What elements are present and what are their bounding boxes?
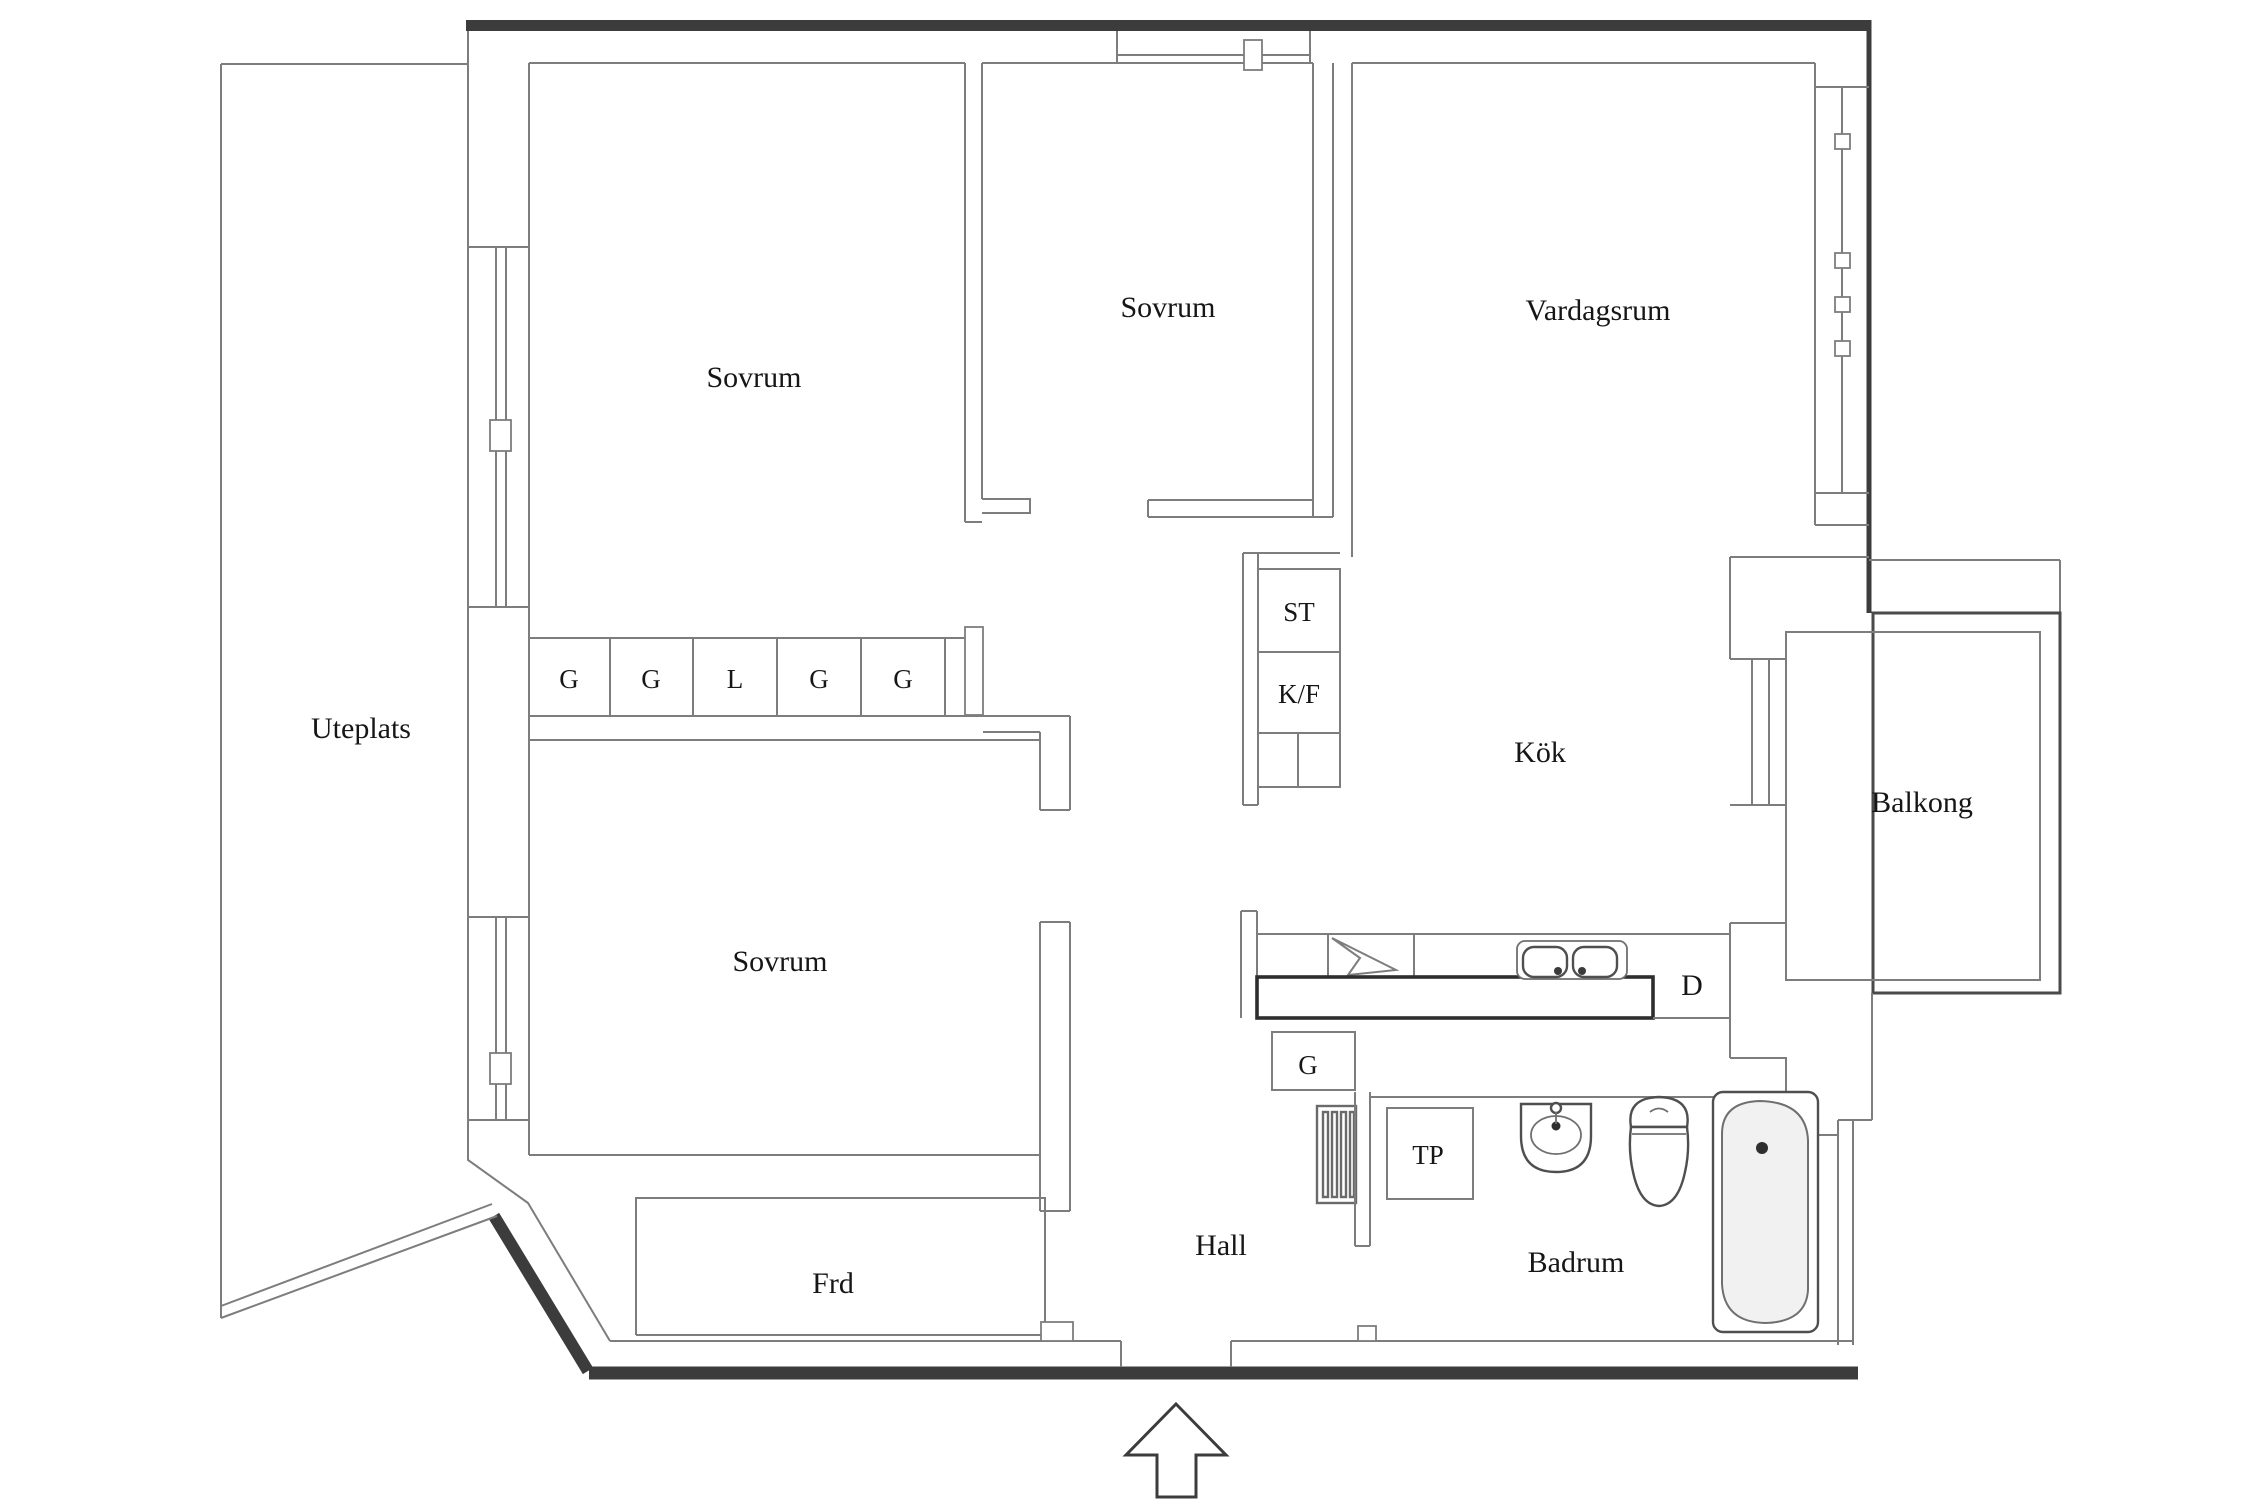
sovrum-lower-walls [529, 715, 1071, 1212]
room-label-kok: Kök [1514, 736, 1566, 769]
double-sink-icon [1516, 940, 1628, 980]
room-label-sovrum-3: Sovrum [732, 945, 827, 978]
room-label-sovrum-2: Sovrum [1120, 291, 1215, 324]
frd-outline [635, 1197, 1046, 1336]
room-label-badrum: Badrum [1528, 1246, 1625, 1279]
balcony-outer-rect [1871, 611, 2062, 995]
sovrum-top-left-walls [529, 62, 1031, 523]
room-label-vardagsrum: Vardagsrum [1526, 294, 1671, 327]
door-jamb-foot [982, 498, 1031, 514]
radiator-bar [1330, 1110, 1339, 1199]
uteplats-outline [220, 63, 498, 1319]
entrance-arrow-icon [1122, 1401, 1230, 1499]
room-label-uteplats: Uteplats [311, 712, 411, 745]
balkong-outline [1785, 559, 2062, 1345]
basin-tap [1549, 1101, 1563, 1115]
sovrum-top-middle-walls [982, 31, 1334, 518]
radiator-bar [1321, 1110, 1330, 1199]
bathtub-icon [1711, 1090, 1820, 1334]
left-wall [467, 31, 611, 1342]
window-marker-icon [1834, 252, 1851, 269]
room-label-sovrum-1: Sovrum [706, 361, 801, 394]
left-wall-outer-line [467, 31, 611, 1342]
radiator-bar [1339, 1110, 1348, 1199]
uteplats-fence-line-1 [220, 1203, 493, 1307]
hall-cabinet-label: G [1298, 1050, 1318, 1080]
frd-walls [635, 1197, 1046, 1336]
kf-label: K/F [1278, 679, 1320, 709]
radiator-bar [1348, 1110, 1356, 1199]
door-jamb-notch [1357, 1325, 1377, 1342]
st-kf-unit: ST K/F [1242, 552, 1341, 806]
window-marker-icon [1834, 133, 1851, 150]
dishwasher-label: D [1681, 969, 1703, 1002]
outer-wall-diagonal [488, 1212, 594, 1375]
toilet-bowl [1628, 1125, 1690, 1208]
uteplats-fence-line-2 [220, 1215, 498, 1319]
tp-box [1386, 1107, 1474, 1200]
wardrobe-label: G [809, 664, 829, 694]
basin-drain [1551, 1121, 1561, 1131]
wardrobe-label: G [559, 664, 579, 694]
sink-drain [1554, 967, 1562, 975]
balcony-inner-rect [1785, 631, 2041, 981]
kok-right-wall [1729, 556, 1869, 935]
window-marker-icon [1834, 296, 1851, 313]
vardagsrum-walls [1351, 62, 1869, 557]
hall-cabinet-box [1271, 1031, 1356, 1091]
stove-box [1327, 933, 1415, 978]
window-marker-icon [489, 419, 512, 452]
window-marker-icon [1243, 39, 1263, 71]
toilet-icon [1628, 1095, 1690, 1208]
counter-front [1255, 975, 1655, 1020]
radiator-icon [1315, 1104, 1358, 1205]
window-marker-icon [1834, 340, 1851, 357]
bottom-wall-inner [610, 1321, 1853, 1499]
tp-label: TP [1412, 1140, 1444, 1170]
toilet-lid-detail [1649, 1107, 1669, 1113]
washbasin-icon [1519, 1101, 1593, 1174]
tub-drain [1756, 1142, 1768, 1154]
wall-pillar [964, 626, 984, 716]
wardrobe-label: G [641, 664, 661, 694]
tub-inner [1721, 1099, 1809, 1325]
room-label-hall: Hall [1195, 1229, 1247, 1262]
room-label-frd: Frd [812, 1267, 854, 1300]
linen-closet-label: L [727, 664, 744, 694]
window-marker-icon [489, 1052, 512, 1085]
room-labels: Uteplats Sovrum Sovrum Vardagsrum Kök Ba… [311, 291, 1973, 1300]
sink-drain [1578, 967, 1586, 975]
room-label-balkong: Balkong [1871, 786, 1973, 819]
wardrobe-label: G [893, 664, 913, 694]
door-jamb-notch [1040, 1321, 1074, 1342]
stove-icon [1331, 937, 1400, 977]
wardrobe-row: G G L G G [528, 626, 984, 717]
outer-walls [466, 20, 1872, 1380]
bathroom-fixtures: TP [1386, 1090, 1820, 1334]
st-label: ST [1283, 597, 1315, 627]
